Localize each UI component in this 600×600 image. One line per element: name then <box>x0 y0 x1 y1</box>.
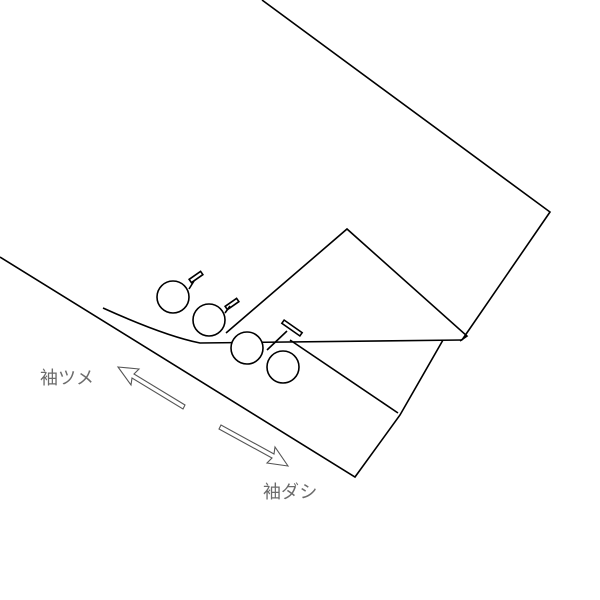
tab-mark-2 <box>224 297 240 311</box>
sleeve-panel-outline <box>261 0 552 341</box>
label-sleeve-shorten: 袖ツメ <box>40 368 94 389</box>
tab-connector-2 <box>224 305 231 314</box>
sleeve-lower-edge <box>0 256 444 479</box>
tab-mark-1 <box>188 270 204 284</box>
button-circle-4 <box>266 350 300 384</box>
arrow-sleeve-lengthen <box>218 424 290 467</box>
label-sleeve-lengthen: 袖ダシ <box>263 482 318 503</box>
tab-mark-3 <box>280 318 304 338</box>
tab-connector-1 <box>188 280 195 290</box>
button-circle-1 <box>156 280 190 314</box>
button-circle-3 <box>230 331 264 365</box>
button-circle-2 <box>192 303 226 337</box>
arrow-sleeve-shorten <box>116 366 186 410</box>
tab-connector-3 <box>266 330 288 351</box>
sleeve-hem-curve <box>102 307 463 344</box>
folded-flap <box>225 227 469 342</box>
sleeve-fold-line <box>289 339 399 414</box>
